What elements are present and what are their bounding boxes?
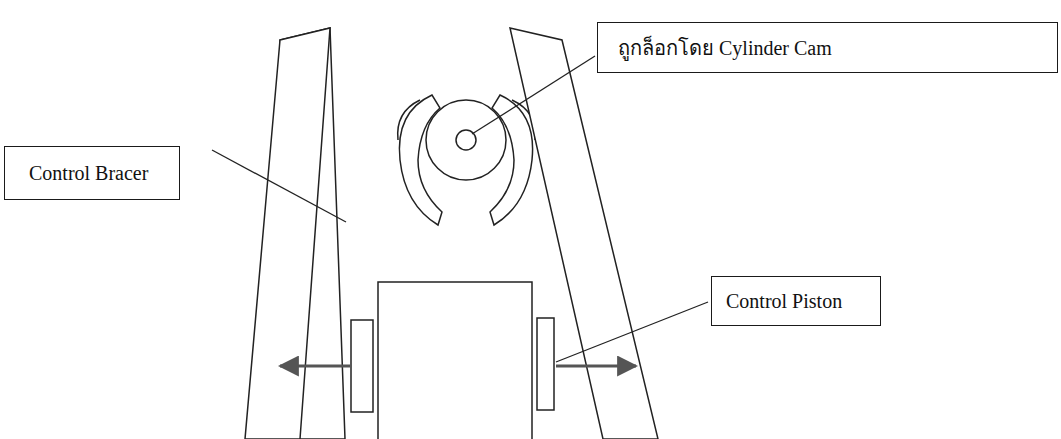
leader-line [556, 302, 708, 362]
control-piston [537, 318, 554, 410]
piston-housing [378, 282, 532, 439]
callout-label: Control Piston [726, 289, 842, 313]
callout-box: Control Bracer [4, 146, 180, 200]
control-piston [351, 320, 373, 412]
control-bracer [245, 28, 330, 439]
motion-arrow [280, 365, 350, 368]
motion-arrow [556, 365, 636, 368]
callout-box: ถูกล็อกโดย Cylinder Cam [597, 22, 1058, 73]
leader-line [472, 56, 595, 134]
cylinder-cam [426, 100, 506, 180]
leader-line [212, 150, 346, 222]
callout-label: ถูกล็อกโดย Cylinder Cam [618, 36, 832, 60]
callout-box: Control Piston [711, 276, 881, 326]
callout-label: Control Bracer [29, 161, 148, 185]
control-bracer [510, 28, 658, 439]
